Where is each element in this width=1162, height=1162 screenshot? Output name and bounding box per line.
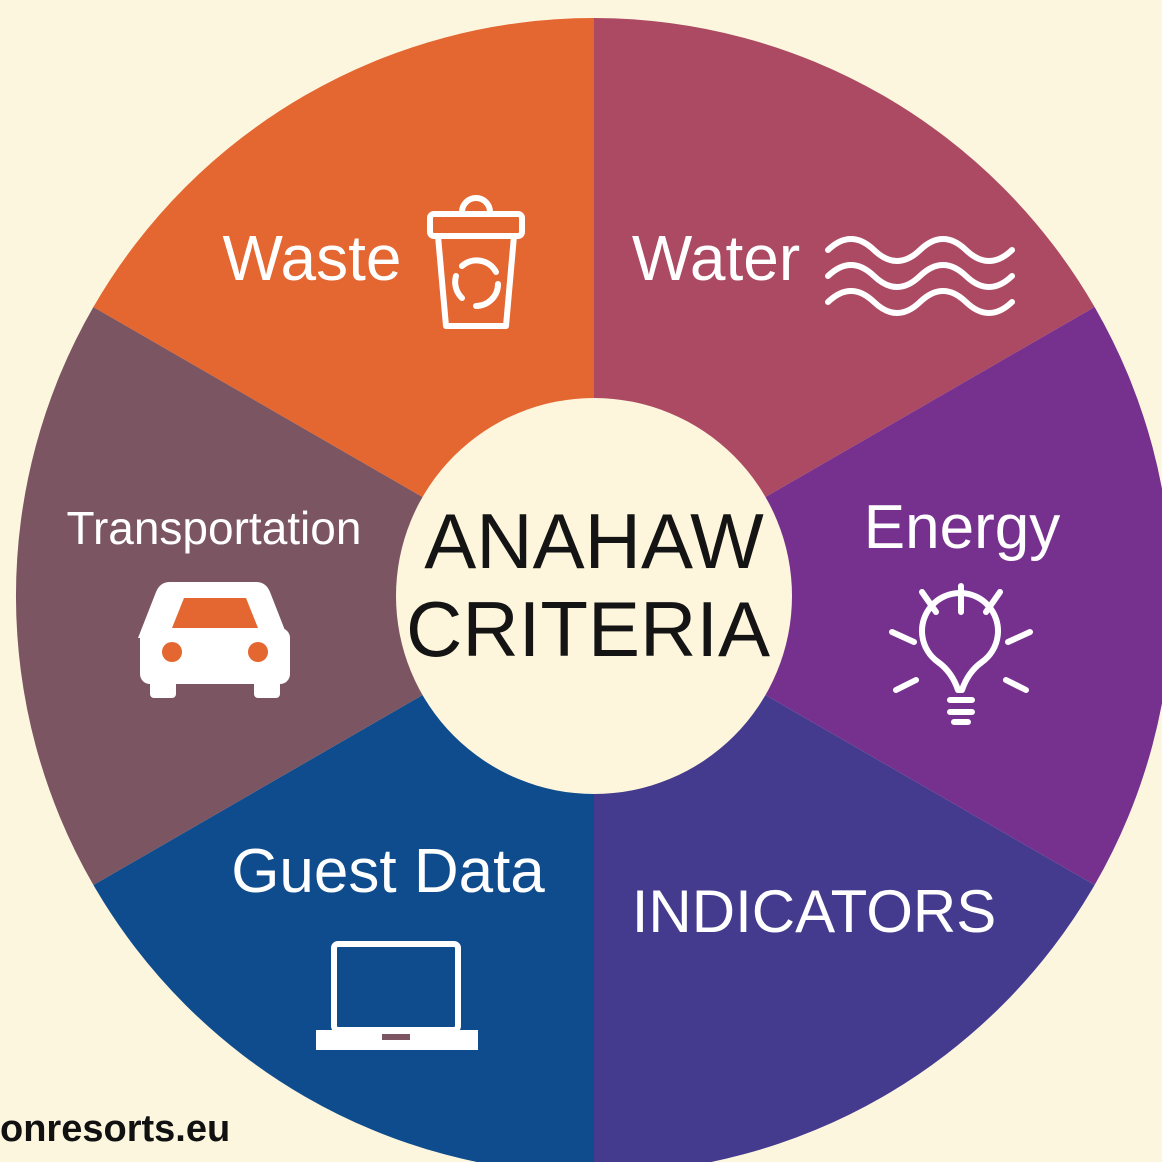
center-title-line1: ANAHAW (424, 497, 764, 585)
lightbulb-icon (889, 583, 1033, 725)
center-title-line2: CRITERIA (406, 585, 770, 673)
label-transportation: Transportation (67, 502, 362, 554)
footer-url: onresorts.eu (0, 1108, 231, 1150)
label-waste: Waste (223, 222, 402, 294)
recycle-bin-icon (427, 195, 525, 329)
segment-water (594, 307, 1162, 885)
center-circle (396, 398, 792, 794)
segment-guest-data (15, 307, 595, 885)
label-indicators: INDICATORS (632, 878, 996, 945)
laptop-icon (316, 941, 478, 1050)
label-energy: Energy (864, 493, 1060, 562)
label-guest-data: Guest Data (231, 837, 545, 906)
label-water: Water (632, 222, 800, 294)
car-icon (138, 582, 290, 698)
water-waves-icon (825, 236, 1015, 316)
